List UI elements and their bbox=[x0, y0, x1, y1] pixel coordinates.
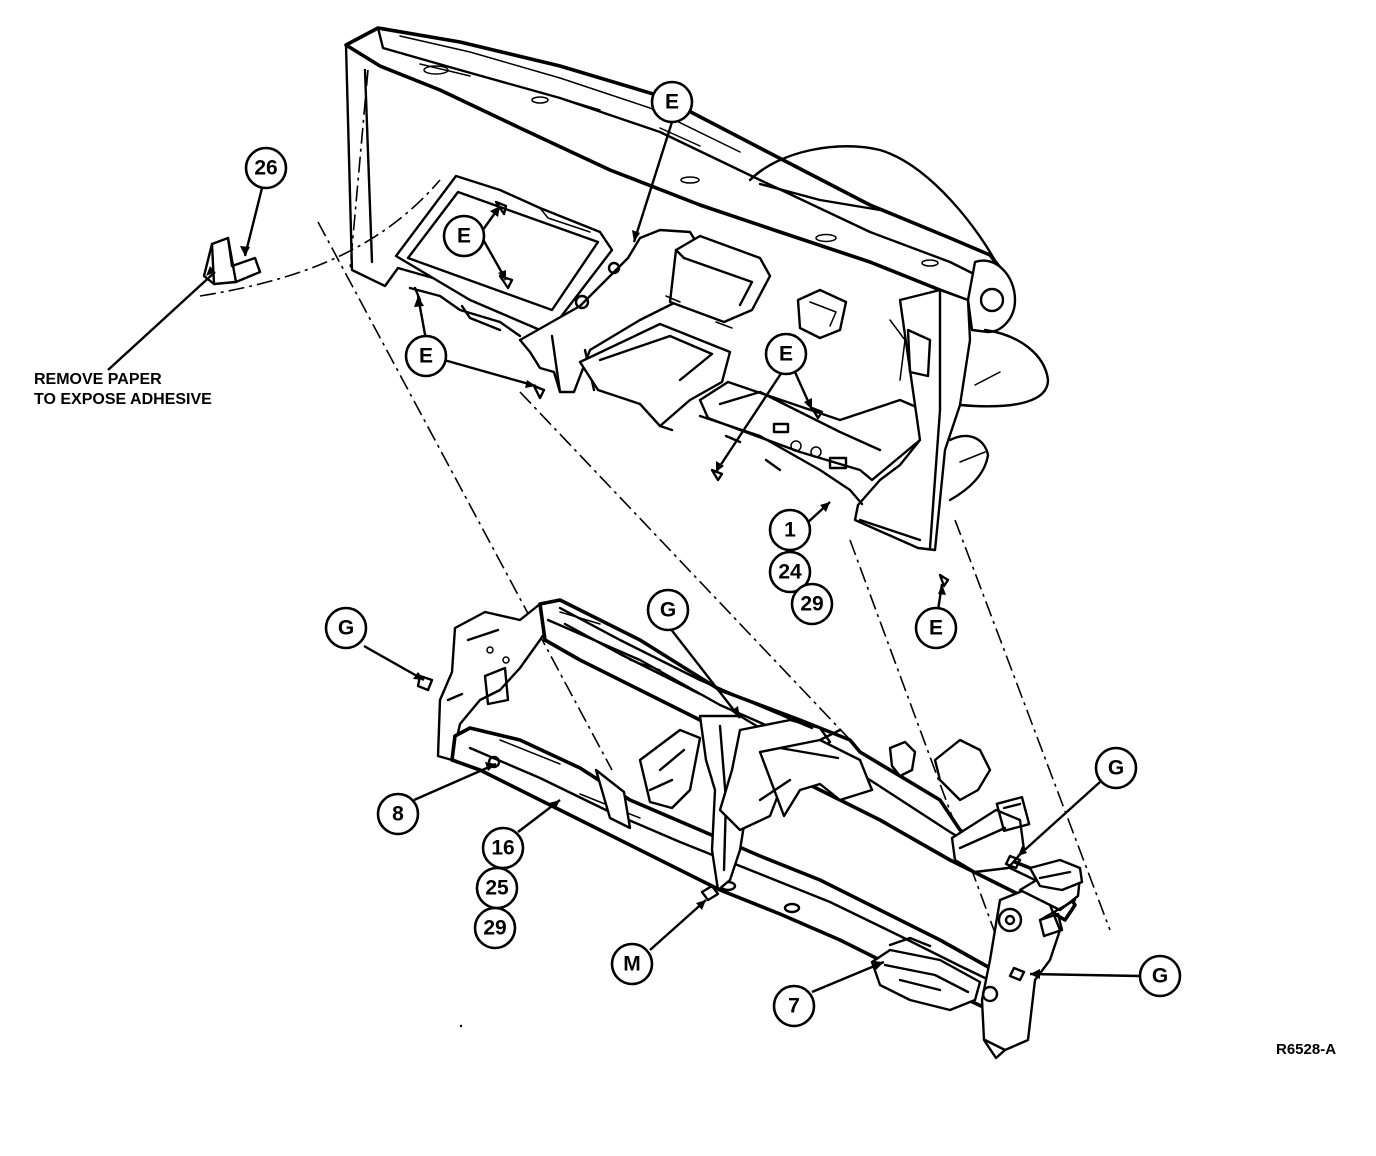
callout-g-right-lower: G bbox=[1138, 954, 1182, 998]
callout-m: M bbox=[610, 942, 654, 986]
svg-text:29: 29 bbox=[800, 593, 823, 616]
svg-text:E: E bbox=[779, 343, 793, 366]
callouts: 26 E E E E 1 24 29 bbox=[244, 80, 1182, 1028]
svg-text:E: E bbox=[419, 345, 433, 368]
svg-text:1: 1 bbox=[784, 519, 796, 542]
instrument-panel-lower-brace bbox=[416, 598, 1084, 1060]
callout-16: 16 bbox=[481, 826, 525, 870]
svg-text:26: 26 bbox=[254, 157, 277, 180]
svg-text:E: E bbox=[929, 617, 943, 640]
print-speck bbox=[459, 1024, 463, 1028]
note-line-2: TO EXPOSE ADHESIVE bbox=[34, 391, 212, 408]
note-line-1: REMOVE PAPER bbox=[34, 371, 162, 388]
figure-reference: R6528-A bbox=[1276, 1041, 1336, 1058]
svg-text:E: E bbox=[665, 91, 679, 114]
svg-text:G: G bbox=[338, 617, 354, 640]
alignment-line-top-left bbox=[349, 69, 369, 271]
svg-text:16: 16 bbox=[491, 837, 514, 860]
callout-e-left-glovebox: E bbox=[442, 214, 486, 258]
callout-29-lower: 29 bbox=[473, 906, 517, 950]
svg-text:G: G bbox=[660, 599, 676, 622]
svg-text:G: G bbox=[1108, 757, 1124, 780]
callout-26: 26 bbox=[244, 146, 288, 190]
svg-text:29: 29 bbox=[483, 917, 506, 940]
callout-25: 25 bbox=[475, 866, 519, 910]
alignment-line-right-a bbox=[849, 539, 1006, 961]
alignment-line-right-b bbox=[954, 519, 1111, 931]
callout-24: 24 bbox=[768, 550, 812, 594]
svg-text:8: 8 bbox=[392, 803, 404, 826]
alignment-lines bbox=[199, 69, 1111, 961]
notes: REMOVE PAPER TO EXPOSE ADHESIVE R6528-A bbox=[34, 371, 1336, 1058]
callout-g-left: G bbox=[324, 606, 368, 650]
callout-e-center: E bbox=[764, 332, 808, 376]
svg-text:G: G bbox=[1152, 965, 1168, 988]
callout-29-upper: 29 bbox=[790, 582, 834, 626]
instrument-panel-upper bbox=[344, 26, 1050, 588]
callout-e-right-lower: E bbox=[914, 606, 958, 650]
svg-text:M: M bbox=[623, 953, 641, 976]
callout-e-top: E bbox=[650, 80, 694, 124]
svg-text:7: 7 bbox=[788, 995, 800, 1018]
callout-g-right-upper: G bbox=[1094, 746, 1138, 790]
callout-8: 8 bbox=[376, 792, 420, 836]
part-26-adhesive-pad bbox=[202, 236, 262, 286]
svg-text:25: 25 bbox=[485, 877, 509, 900]
alignment-line-adhesive bbox=[199, 179, 441, 297]
svg-text:E: E bbox=[457, 225, 471, 248]
callout-g-center: G bbox=[646, 588, 690, 632]
alignment-line-center bbox=[519, 391, 856, 746]
callout-7: 7 bbox=[772, 984, 816, 1028]
callout-1: 1 bbox=[768, 508, 812, 552]
callout-e-left-lower: E bbox=[404, 334, 448, 378]
svg-text:24: 24 bbox=[778, 561, 802, 584]
